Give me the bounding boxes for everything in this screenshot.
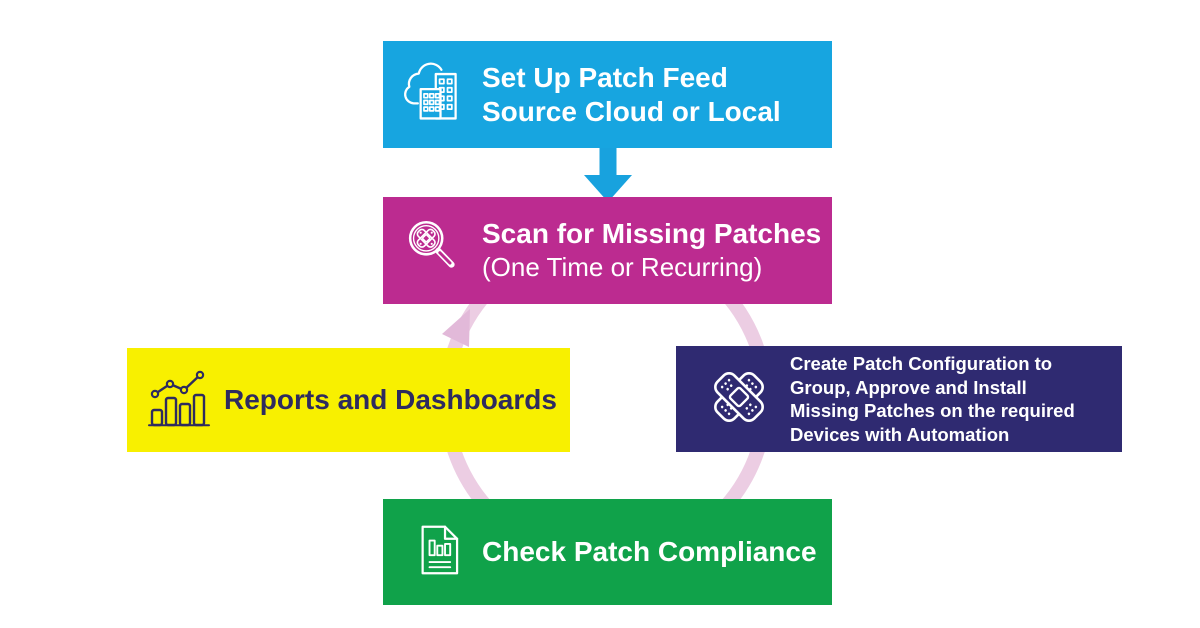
step-label-line: Set Up Patch Feed xyxy=(482,61,728,93)
compliance-report-icon xyxy=(408,519,470,586)
step-subtitle: (One Time or Recurring) xyxy=(482,252,763,282)
step-set-up-patch-feed: Set Up Patch Feed Source Cloud or Local xyxy=(383,41,832,148)
step-check-patch-compliance: Check Patch Compliance xyxy=(383,499,832,605)
bar-chart-trend-icon xyxy=(143,362,215,439)
cycle-arrowhead-icon xyxy=(442,309,470,347)
down-arrow-icon xyxy=(584,147,632,202)
cloud-buildings-icon xyxy=(398,58,466,131)
step-label-line: Missing Patches on the required xyxy=(790,400,1075,421)
step-title: Scan for Missing Patches xyxy=(482,218,822,249)
step-label-line: Source Cloud or Local xyxy=(482,95,781,127)
step-label-line: Create Patch Configuration to xyxy=(790,353,1053,374)
magnifier-patch-icon xyxy=(398,213,468,288)
crossed-bandages-icon xyxy=(700,358,778,441)
step-label-line: Group, Approve and Install xyxy=(790,376,1027,398)
step-title: Reports and Dashboards xyxy=(224,384,557,415)
step-scan-for-missing-patches: Scan for Missing Patches (One Time or Re… xyxy=(383,197,832,304)
step-create-patch-configuration: Create Patch Configuration to Group, App… xyxy=(676,346,1122,452)
step-label-line: Devices with Automation xyxy=(790,423,1010,445)
step-reports-and-dashboards: Reports and Dashboards xyxy=(127,348,570,452)
step-title: Check Patch Compliance xyxy=(482,536,817,567)
